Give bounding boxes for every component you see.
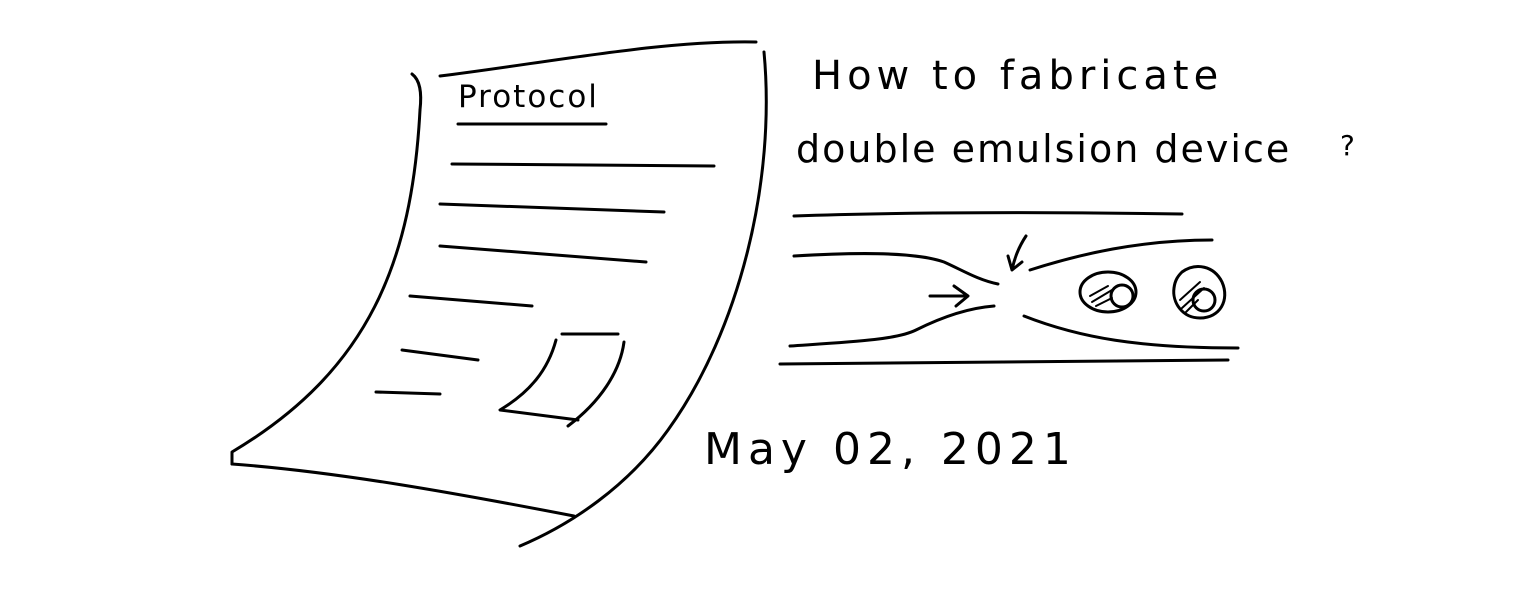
document-text-line [438, 244, 648, 264]
outer-channel-bottom-wall [778, 358, 1230, 366]
question-line-2: double emulsion device [796, 127, 1292, 171]
document-text-line [438, 202, 666, 214]
document-bottom-edge [230, 462, 576, 518]
droplet-1 [1078, 270, 1138, 314]
document-text-line [374, 390, 442, 396]
document-text-line [450, 162, 716, 168]
document-right-edge [518, 50, 768, 548]
document-left-edge [230, 108, 422, 466]
document-top-edge [438, 40, 758, 78]
outer-flow-arrow [1006, 234, 1028, 272]
sketch-date: May 02, 2021 [704, 424, 1077, 475]
outlet-lower-wall [1022, 314, 1240, 350]
question-mark: ? [1340, 129, 1355, 162]
inner-flow-arrow [928, 284, 970, 308]
outer-channel-top-wall [792, 211, 1184, 218]
outlet-upper-wall [1028, 238, 1214, 272]
document-top-corner [410, 72, 423, 112]
document-figure-box [498, 332, 626, 428]
protocol-document-sketch [230, 40, 768, 548]
document-text-line [408, 294, 534, 308]
document-text-line [400, 348, 480, 362]
document-title: Protocol [458, 79, 599, 115]
droplet-2 [1172, 265, 1227, 320]
question-line-1: How to fabricate [812, 53, 1224, 99]
inner-inlet-upper-wall [792, 252, 1000, 286]
microfluidic-device-sketch [778, 211, 1240, 366]
inner-inlet-lower-wall [788, 304, 996, 348]
